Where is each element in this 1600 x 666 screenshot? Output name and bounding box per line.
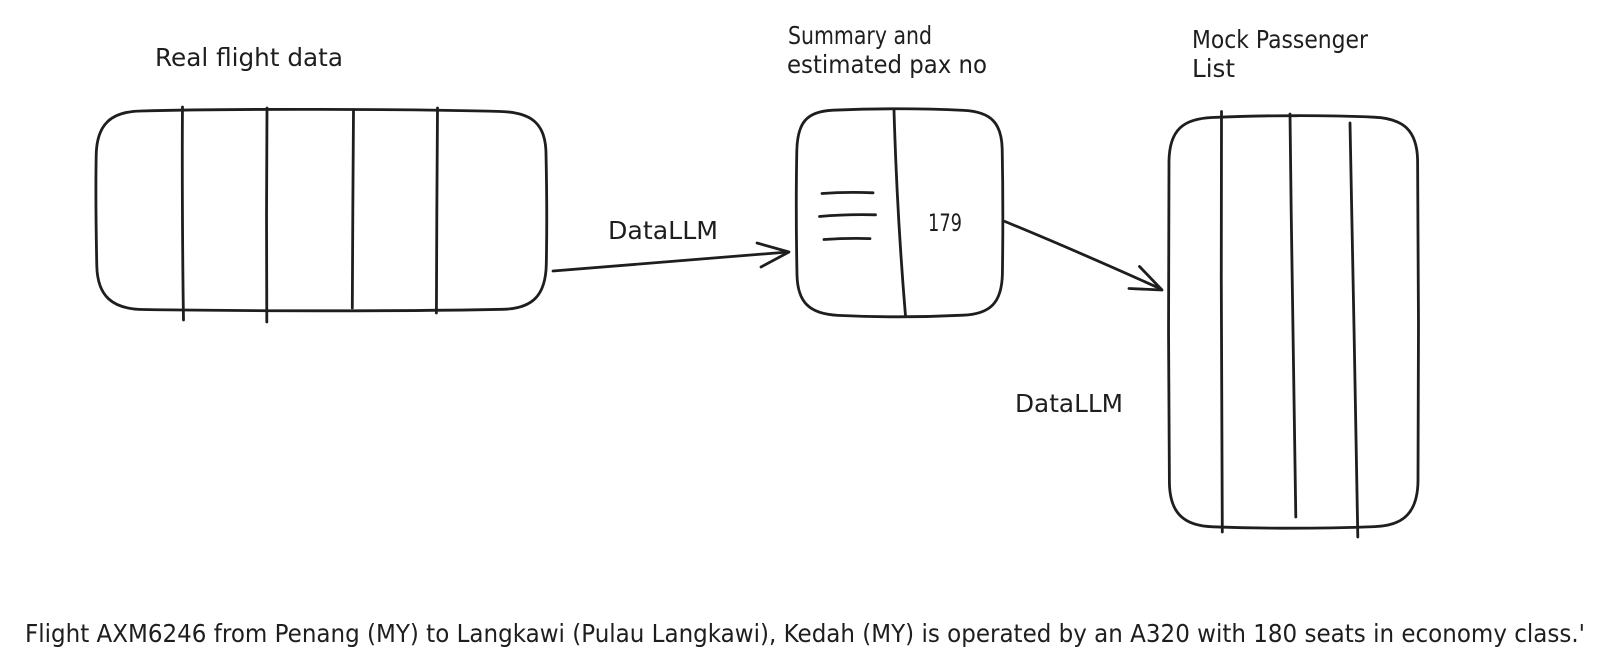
node-mock-passenger-list: Mock Passenger List bbox=[1167, 25, 1420, 539]
node-summary-estimated-pax: Summary and estimated pax no 179 bbox=[787, 21, 1005, 319]
arrow-line bbox=[1003, 220, 1163, 291]
column-divider bbox=[180, 105, 185, 322]
node-title-summary-line2: estimated pax no bbox=[787, 50, 987, 79]
node-title-real-flight-data: Real flight data bbox=[155, 43, 343, 72]
column-divider bbox=[1288, 112, 1298, 519]
node-title-mock-passenger-line2: List bbox=[1192, 54, 1235, 83]
node-title-mock-passenger-line1: Mock Passenger bbox=[1192, 25, 1369, 54]
edge-label-datallm-1: DataLLM bbox=[608, 216, 718, 245]
flight-caption: Flight AXM6246 from Penang (MY) to Langk… bbox=[25, 619, 1585, 648]
column-divider bbox=[1348, 121, 1360, 539]
arrow-line bbox=[551, 250, 790, 273]
summary-text-line bbox=[818, 213, 877, 218]
arrow-head bbox=[1127, 265, 1164, 292]
arrow-head bbox=[755, 241, 791, 269]
column-divider bbox=[435, 106, 439, 315]
node-real-flight-data: Real flight data bbox=[94, 43, 549, 324]
column-divider bbox=[1219, 110, 1224, 534]
summary-text-line bbox=[822, 237, 872, 241]
summary-text-line bbox=[820, 191, 875, 195]
card-outline bbox=[794, 107, 1005, 319]
node-title-summary-line1: Summary and bbox=[788, 21, 932, 50]
table-outline bbox=[1167, 114, 1420, 530]
column-divider bbox=[350, 108, 355, 310]
card-divider bbox=[892, 109, 907, 318]
edge-datallm-1: DataLLM bbox=[551, 216, 791, 273]
edge-label-datallm-2: DataLLM bbox=[1015, 389, 1123, 418]
table-outline bbox=[94, 107, 549, 313]
estimated-pax-value: 179 bbox=[928, 209, 962, 237]
edge-datallm-2: DataLLM bbox=[1003, 220, 1164, 418]
